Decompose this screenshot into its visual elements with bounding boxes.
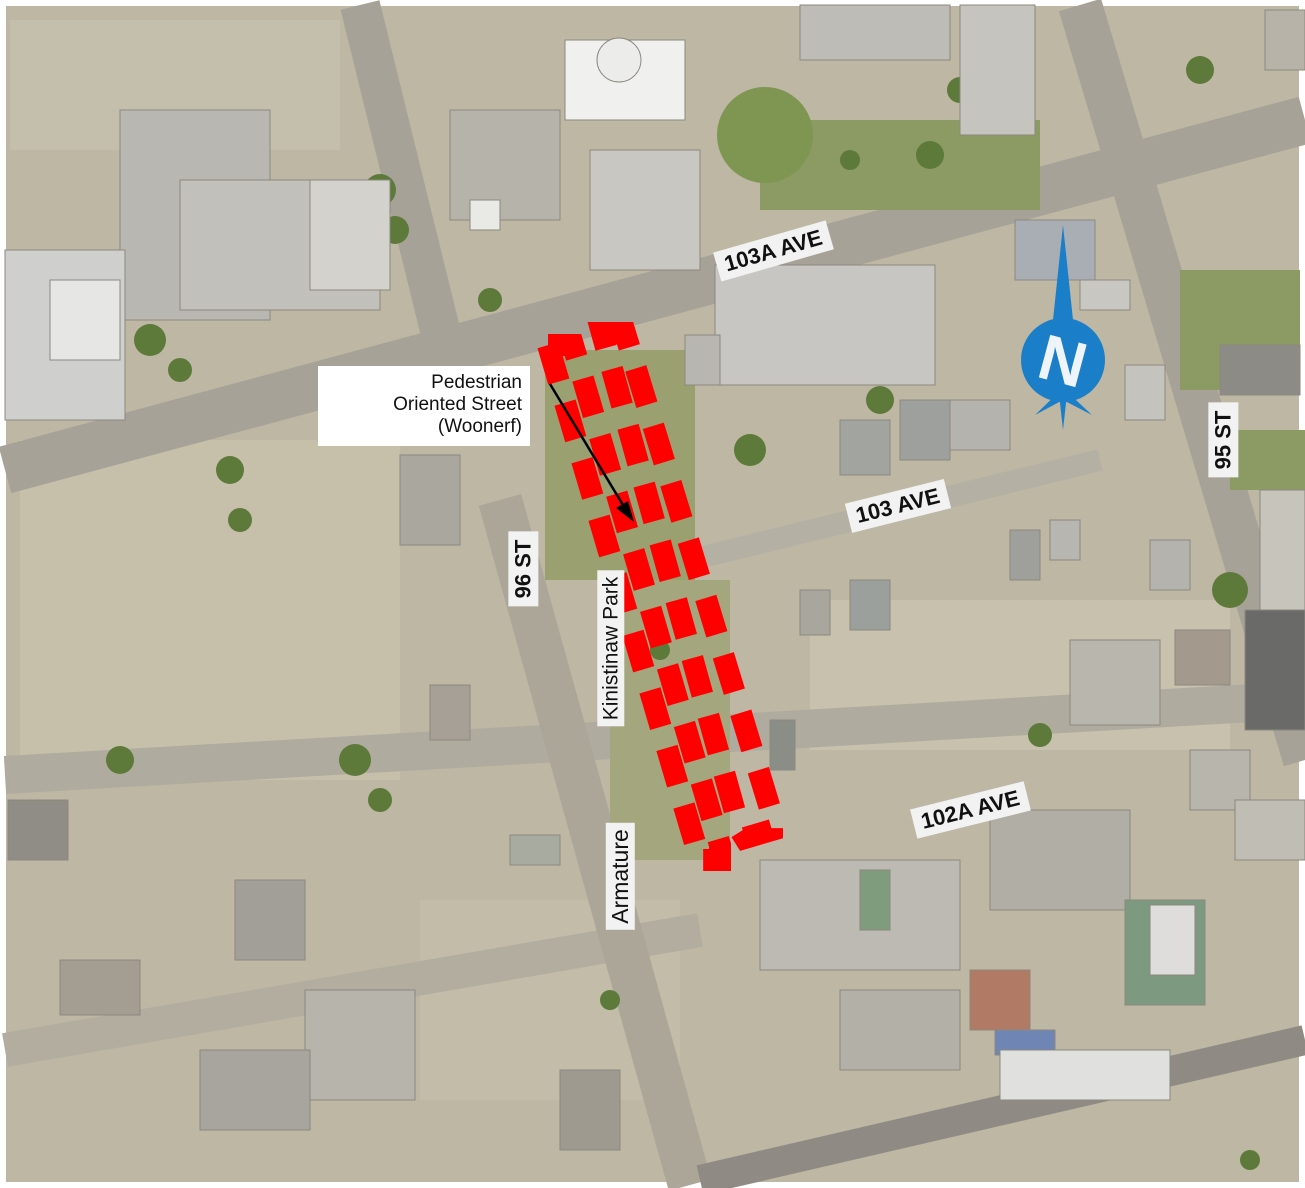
street-label-95-st: 95 ST bbox=[1208, 402, 1239, 478]
place-label-armature: Armature bbox=[605, 823, 635, 930]
woonerf-callout: Pedestrian Oriented Street (Woonerf) bbox=[318, 366, 530, 446]
callout-arrow-line bbox=[548, 383, 628, 511]
north-arrow-icon bbox=[1021, 225, 1105, 430]
woonerf-boundary bbox=[533, 322, 783, 871]
parking-lot bbox=[20, 440, 400, 780]
callout-arrow-head bbox=[616, 501, 634, 522]
place-label-kinistinaw-park: Kinistinaw Park bbox=[597, 570, 625, 727]
round-lawn bbox=[717, 87, 813, 183]
callout-line-1: Pedestrian bbox=[431, 372, 522, 393]
street-label-96-st: 96 ST bbox=[508, 531, 539, 607]
callout-line-3: (Woonerf) bbox=[437, 416, 522, 437]
callout-line-2: Oriented Street bbox=[393, 394, 522, 415]
plaza-rotunda bbox=[596, 37, 642, 83]
